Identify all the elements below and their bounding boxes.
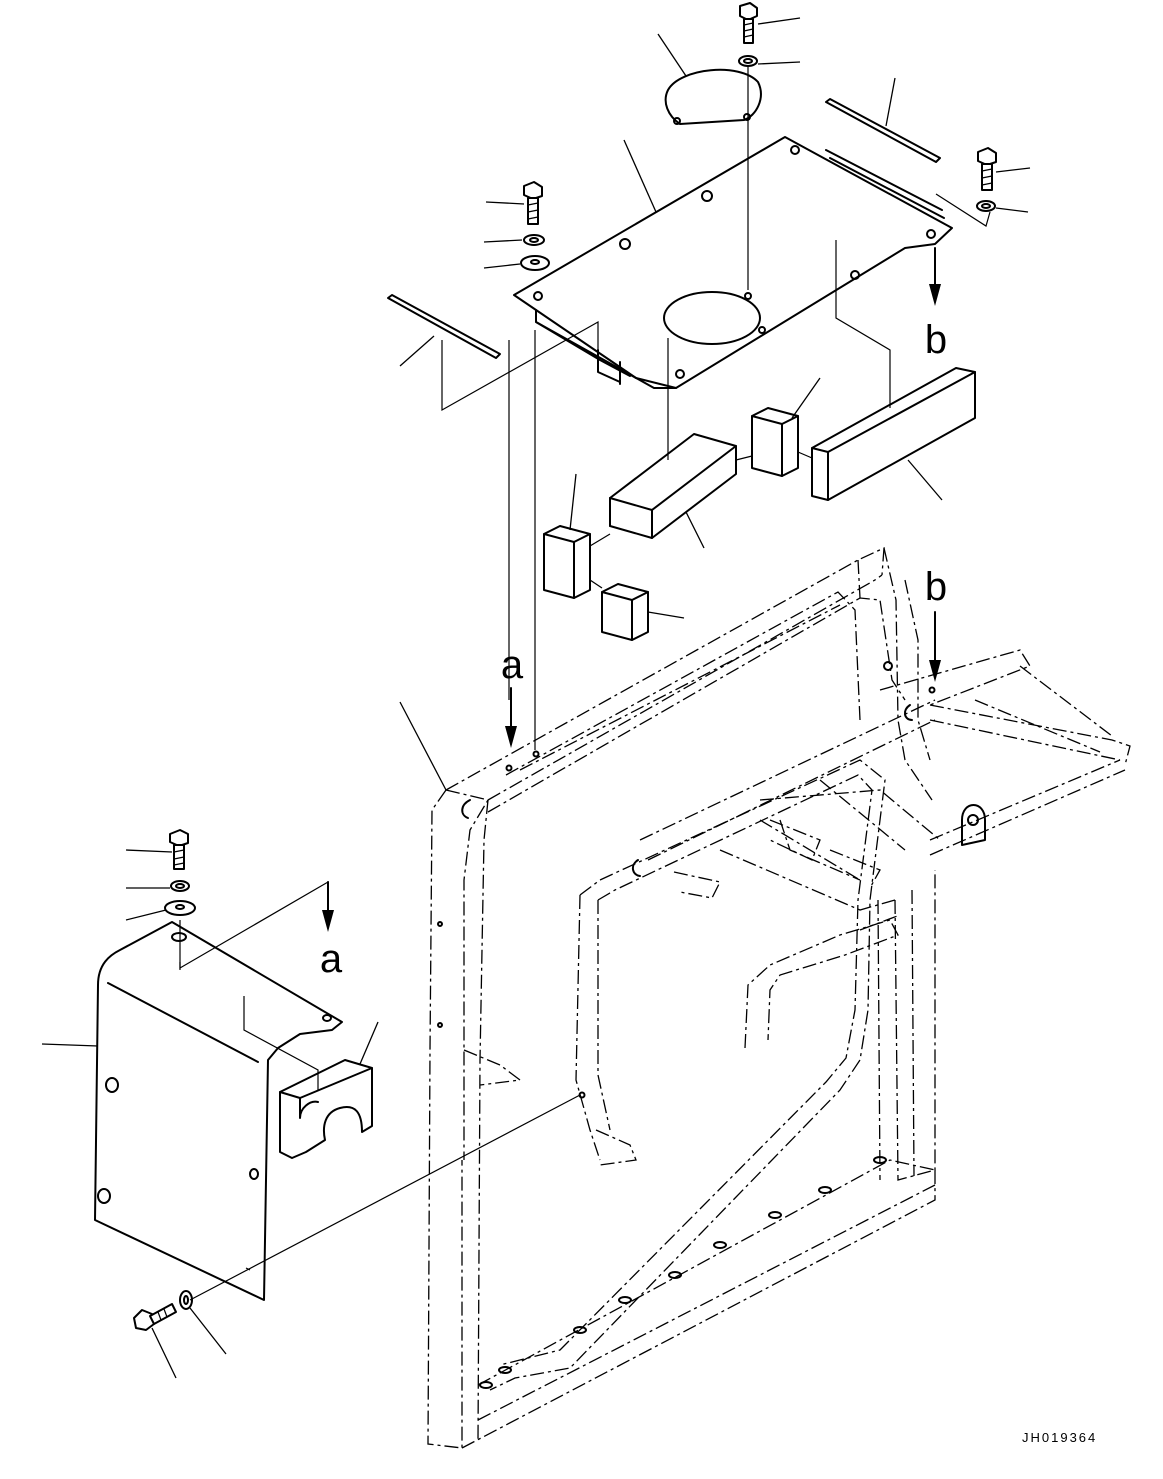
foam-block-small-2 [543, 525, 591, 599]
bolt-top-left [520, 181, 550, 271]
seal-strip-left [387, 294, 501, 359]
reference-label-b-top: b [925, 318, 947, 362]
seal-strip-right [825, 98, 941, 163]
foam-block-small-3 [601, 583, 649, 641]
bolt-top-center [738, 2, 758, 67]
floor-plate [513, 136, 953, 389]
bolt-top-right [976, 147, 997, 212]
side-cover [94, 921, 343, 1301]
reference-label-a-frame: a [501, 643, 524, 687]
cab-frame [243, 546, 1131, 1449]
leader-lines [41, 17, 1031, 1379]
reference-label-b-frame: b [925, 565, 947, 609]
round-cover-plate [664, 68, 762, 125]
foam-block-long-center [609, 433, 737, 539]
drawing-code: JH019364 [1022, 1430, 1097, 1445]
arrows [322, 247, 941, 932]
assembly-lines [179, 65, 991, 1301]
foam-block-small-1 [751, 407, 799, 477]
foam-block-long-right [811, 367, 976, 501]
bolt-left-bottom [133, 1290, 193, 1331]
side-foam-piece [279, 1059, 373, 1159]
reference-label-a-cover: a [320, 937, 343, 981]
bolt-left-top [164, 829, 196, 916]
